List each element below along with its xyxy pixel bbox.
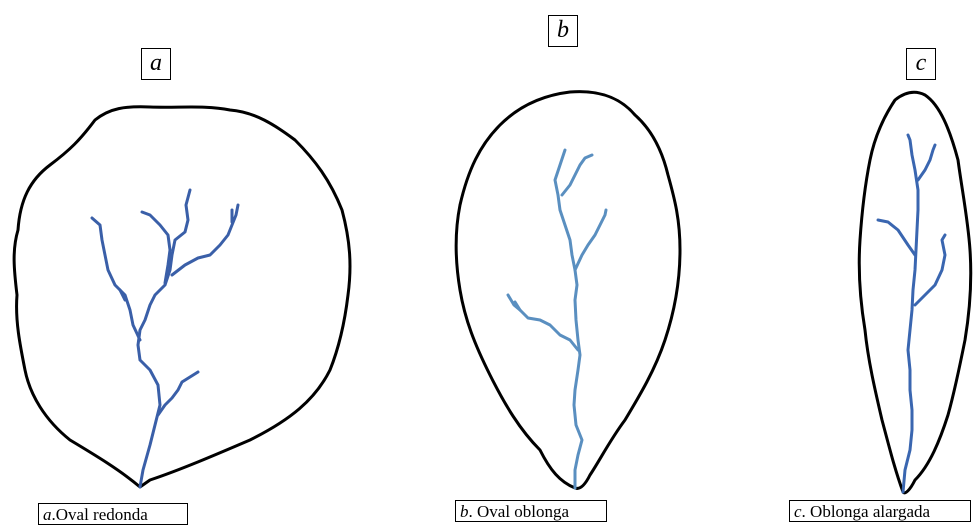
leaf-b-outline <box>454 90 682 490</box>
leaf-a-midrib <box>136 188 192 489</box>
leaf-a-caption: a.Oval redonda <box>38 503 188 525</box>
leaf-b-caption: b. Oval oblonga <box>455 500 607 522</box>
leaf-b-vein-left-twig <box>513 300 522 312</box>
leaf-b-midrib <box>553 148 584 490</box>
leaf-c-vein-right <box>913 233 947 307</box>
caption-a-text: Oval redonda <box>55 505 148 524</box>
leaf-c-outline <box>857 90 973 495</box>
leaf-a <box>12 105 352 489</box>
leaf-a-vein-lower-right <box>156 370 200 417</box>
leaf-a-vein-center <box>140 210 172 285</box>
caption-b-separator: . <box>468 502 473 521</box>
leaf-c-midrib <box>901 133 920 494</box>
caption-a-separator: . <box>51 505 56 524</box>
leaf-a-outline <box>12 105 352 489</box>
leaf-c-vein-left <box>876 218 917 257</box>
caption-c-letter: c <box>794 502 802 521</box>
leaf-b-label: b <box>548 15 578 47</box>
leaf-c <box>857 90 973 495</box>
leaf-a-vein-right <box>170 203 240 277</box>
caption-c-separator: . <box>801 502 806 521</box>
caption-c-text: Oblonga alargada <box>810 502 931 521</box>
leaf-b-vein-right <box>573 208 608 272</box>
leaf-c-vein-upper-right <box>916 143 937 182</box>
leaf-b-vein-upper-right <box>560 153 594 197</box>
leaf-c-caption: c. Oblonga alargada <box>789 500 971 522</box>
caption-b-text: Oval oblonga <box>477 502 570 521</box>
leaf-b-vein-left-lower <box>506 293 580 352</box>
caption-a-letter: a <box>43 505 52 524</box>
leaf-a-vein-left-branch <box>118 288 127 302</box>
leaf-a-label: a <box>141 48 171 80</box>
caption-b-letter: b <box>460 502 469 521</box>
leaf-c-label: c <box>906 48 936 80</box>
leaf-b <box>454 90 682 490</box>
leaf-a-vein-left-upper <box>90 216 142 342</box>
